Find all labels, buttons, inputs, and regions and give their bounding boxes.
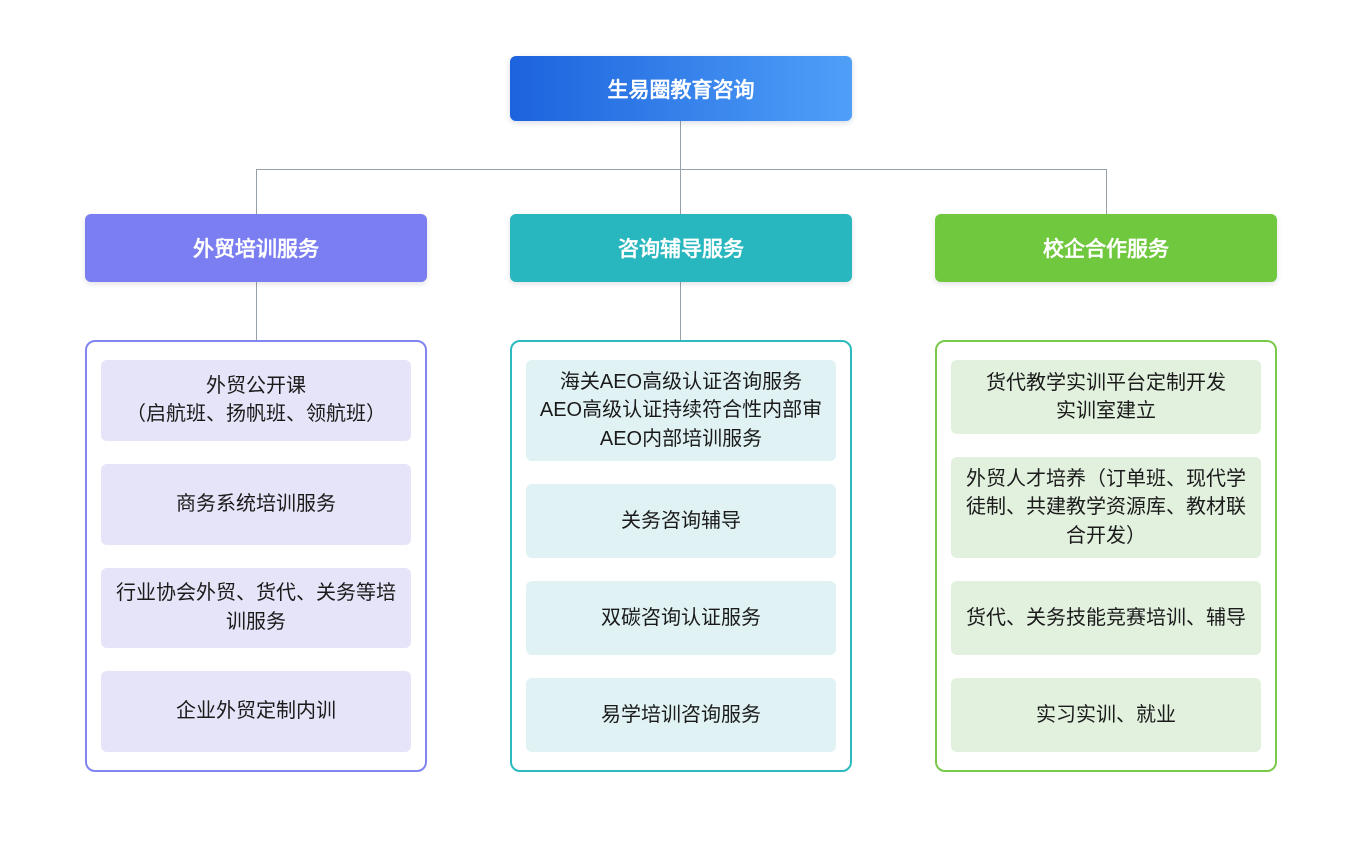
leaf-node[interactable]: 货代、关务技能竞赛培训、辅导 [951, 581, 1261, 656]
leaf-node[interactable]: 关务咨询辅导 [526, 484, 836, 559]
branch-foreign-trade-training: 外贸培训服务 外贸公开课 （启航班、扬帆班、领航班） 商务系统培训服务 行业协会… [85, 214, 427, 772]
connector-horizontal [256, 169, 1106, 170]
leaf-node[interactable]: 商务系统培训服务 [101, 463, 411, 545]
connector-stub-left [256, 169, 257, 214]
leaf-label: 商务系统培训服务 [176, 492, 336, 515]
leaf-node[interactable]: 海关AEO高级认证咨询服务 AEO高级认证持续符合性内部审 AEO内部培训服务 [526, 360, 836, 462]
branch-header-foreign-trade-training[interactable]: 外贸培训服务 [85, 214, 427, 282]
connector-drop-left [256, 282, 257, 340]
leaf-label: 企业外贸定制内训 [176, 700, 336, 723]
leaf-node[interactable]: 外贸人才培养（订单班、现代学 徒制、共建教学资源库、教材联 合开发） [951, 456, 1261, 559]
branch-panel-school-enterprise-cooperation: 货代教学实训平台定制开发 实训室建立 外贸人才培养（订单班、现代学 徒制、共建教… [935, 340, 1277, 772]
branch-title: 咨询辅导服务 [618, 238, 744, 261]
leaf-label: 易学培训咨询服务 [601, 703, 761, 726]
branch-header-consulting-coaching[interactable]: 咨询辅导服务 [510, 214, 852, 282]
leaf-node[interactable]: 外贸公开课 （启航班、扬帆班、领航班） [101, 360, 411, 441]
leaf-node[interactable]: 企业外贸定制内训 [101, 671, 411, 752]
leaf-label: 外贸公开课 （启航班、扬帆班、领航班） [126, 374, 386, 426]
root-node[interactable]: 生易圈教育咨询 [510, 56, 852, 121]
leaf-label: 实习实训、就业 [1036, 703, 1176, 726]
branch-consulting-coaching: 咨询辅导服务 海关AEO高级认证咨询服务 AEO高级认证持续符合性内部审 AEO… [510, 214, 852, 772]
branch-panel-consulting-coaching: 海关AEO高级认证咨询服务 AEO高级认证持续符合性内部审 AEO内部培训服务 … [510, 340, 852, 772]
leaf-label: 货代、关务技能竞赛培训、辅导 [966, 606, 1246, 629]
leaf-node[interactable]: 货代教学实训平台定制开发 实训室建立 [951, 360, 1261, 434]
branch-panel-foreign-trade-training: 外贸公开课 （启航班、扬帆班、领航班） 商务系统培训服务 行业协会外贸、货代、关… [85, 340, 427, 772]
leaf-label: 双碳咨询认证服务 [601, 606, 761, 629]
leaf-label: 海关AEO高级认证咨询服务 AEO高级认证持续符合性内部审 AEO内部培训服务 [539, 371, 823, 450]
leaf-node[interactable]: 实习实训、就业 [951, 678, 1261, 752]
leaf-node[interactable]: 行业协会外贸、货代、关务等培 训服务 [101, 567, 411, 649]
leaf-node[interactable]: 双碳咨询认证服务 [526, 581, 836, 656]
connector-drop-middle [680, 282, 681, 340]
leaf-node[interactable]: 易学培训咨询服务 [526, 678, 836, 752]
leaf-label: 外贸人才培养（订单班、现代学 徒制、共建教学资源库、教材联 合开发） [966, 467, 1246, 547]
leaf-label: 货代教学实训平台定制开发 实训室建立 [986, 371, 1226, 422]
connector-stub-right [1106, 169, 1107, 214]
root-node-label: 生易圈教育咨询 [607, 78, 755, 102]
branch-title: 校企合作服务 [1043, 238, 1169, 261]
connector-root-down [680, 121, 681, 169]
leaf-label: 行业协会外贸、货代、关务等培 训服务 [116, 582, 396, 633]
leaf-label: 关务咨询辅导 [621, 509, 741, 532]
connector-stub-middle [680, 169, 681, 214]
branch-school-enterprise-cooperation: 校企合作服务 货代教学实训平台定制开发 实训室建立 外贸人才培养（订单班、现代学… [935, 214, 1277, 772]
branch-title: 外贸培训服务 [193, 238, 319, 261]
branch-header-school-enterprise-cooperation[interactable]: 校企合作服务 [935, 214, 1277, 282]
